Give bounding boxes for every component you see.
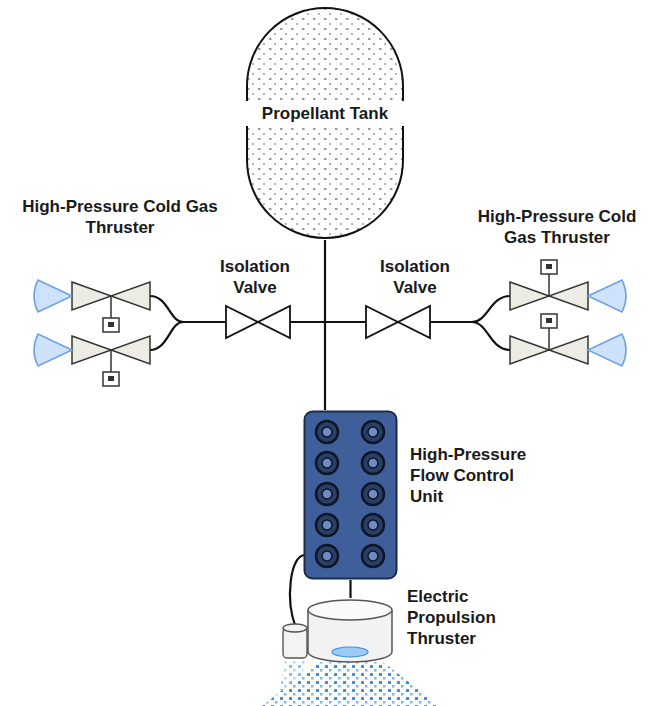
flow-unit-box	[303, 410, 398, 580]
feed-line	[349, 580, 351, 598]
feed-line	[324, 240, 326, 410]
component-heading: Electric Propulsion Thruster	[407, 586, 532, 649]
flow-control-unit: High-Pressure Flow Control Unit	[303, 410, 398, 580]
component-heading: High-Pressure Flow Control Unit	[410, 444, 550, 507]
thruster-label: High-Pressure Cold Gas Thruster	[22, 196, 218, 238]
propellant-tank: Propellant Tank	[245, 6, 405, 240]
thruster-label: High-Pressure Cold Gas Thruster	[466, 206, 648, 248]
valve-label: Isolation Valve	[200, 256, 310, 298]
thruster-body	[305, 598, 395, 664]
tank-label: Propellant Tank	[245, 101, 405, 126]
valve-label: Isolation Valve	[360, 256, 470, 298]
ep-thruster: Electric Propulsion Thruster	[305, 598, 395, 664]
